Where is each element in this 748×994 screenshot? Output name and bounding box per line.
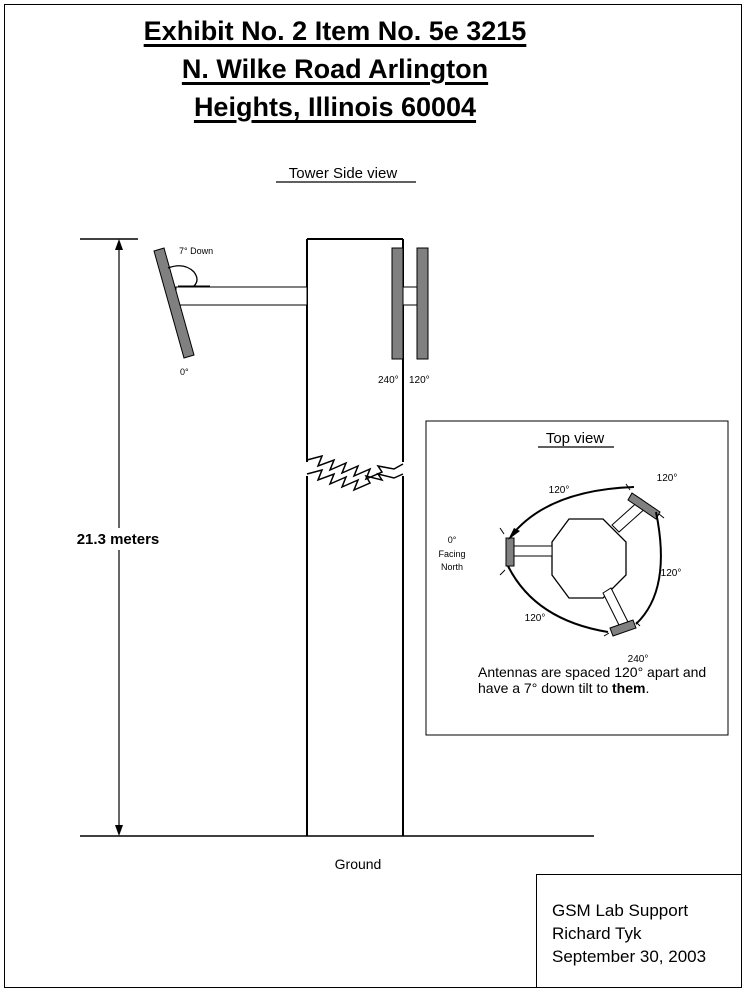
signature-line-1: GSM Lab Support	[552, 901, 689, 920]
height-arrow-bottom	[115, 825, 123, 836]
antenna-120-top	[627, 492, 661, 520]
top-view-note: Antennas are spaced 120° apart and have …	[478, 664, 707, 696]
facing-word-2: North	[441, 562, 463, 572]
title-line-2: N. Wilke Road Arlington	[181, 54, 489, 84]
label-120-top-right: 120°	[657, 473, 678, 484]
height-label-bg	[68, 528, 168, 550]
top-view-title: Top view	[546, 430, 605, 447]
tick-mark	[603, 632, 610, 637]
signature-line-2: Richard Tyk	[552, 924, 642, 943]
tick-mark	[658, 513, 665, 519]
height-arrow-top	[115, 239, 123, 250]
arc-0-to-120	[510, 486, 635, 537]
title-line-1: Exhibit No. 2 Item No. 5e 3215	[143, 16, 527, 46]
antenna-0-label: 0°	[180, 367, 189, 377]
antenna-120-label: 120°	[409, 375, 430, 386]
arm-0	[513, 545, 553, 557]
signature-block: GSM Lab Support Richard Tyk September 30…	[536, 874, 742, 988]
label-120-top: 120°	[549, 485, 570, 496]
tilt-label: 7° Down	[179, 246, 213, 256]
tower-break-lower	[306, 468, 404, 492]
tick-mark	[635, 621, 641, 627]
right-arm	[402, 286, 418, 306]
arc-240-to-0	[507, 565, 609, 633]
tick-mark	[625, 483, 631, 491]
antenna-240-label: 240°	[378, 375, 399, 386]
ground-label: Ground	[335, 856, 382, 872]
facing-degree: 0°	[448, 535, 457, 545]
antenna-0-top	[505, 537, 515, 567]
left-arm	[175, 286, 308, 306]
facing-word-1: Facing	[438, 549, 465, 559]
tick-mark	[499, 569, 506, 576]
tower-octagon	[551, 518, 627, 599]
antenna-240	[391, 247, 404, 360]
antenna-240-top	[609, 619, 637, 637]
arc-120-to-240	[635, 511, 662, 625]
left-antenna	[153, 247, 195, 359]
label-240-bottom: 240°	[628, 654, 649, 665]
title-line-3: Heights, Illinois 60004	[193, 92, 477, 122]
tilt-arc	[167, 265, 198, 287]
height-label: 21.3 meters	[77, 531, 160, 548]
label-120-left: 120°	[525, 613, 546, 624]
side-view-title: Tower Side view	[289, 165, 398, 182]
arc-arrow-left	[508, 528, 520, 540]
label-120-right: 120°	[661, 568, 682, 579]
antenna-120	[416, 247, 429, 360]
page-frame	[4, 4, 742, 988]
tick-mark	[499, 527, 505, 535]
tower-break-upper	[306, 454, 404, 481]
signature-line-3: September 30, 2003	[552, 947, 707, 966]
